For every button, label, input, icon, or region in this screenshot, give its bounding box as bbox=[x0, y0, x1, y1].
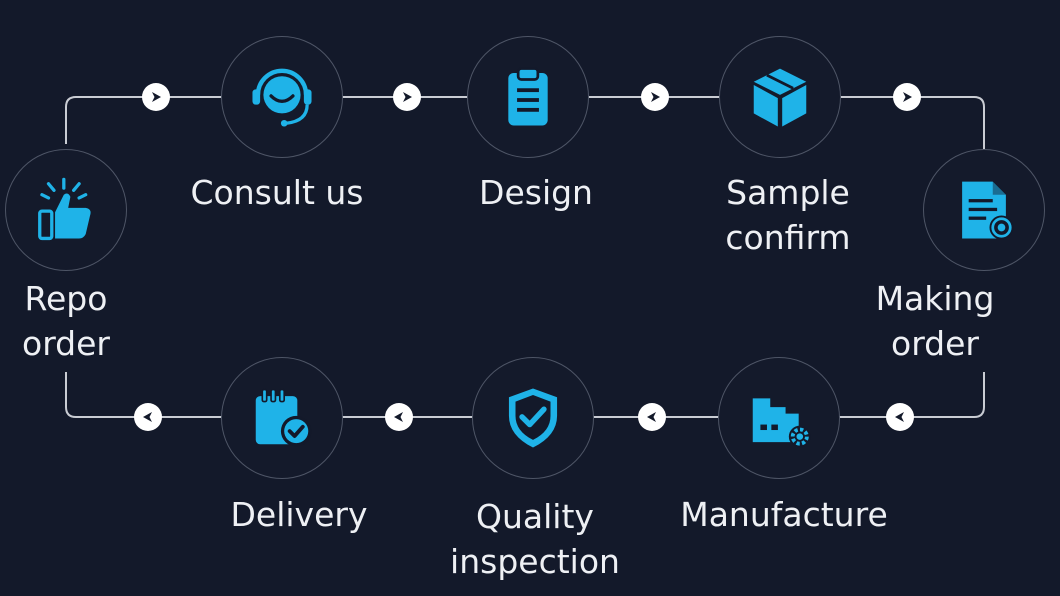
calendar-check-icon bbox=[255, 388, 312, 447]
factory-icon bbox=[752, 398, 811, 448]
step-circle bbox=[472, 357, 594, 479]
step-label: Consult us bbox=[190, 173, 364, 212]
step-circle bbox=[221, 36, 343, 158]
thumbs-up-icon bbox=[38, 177, 91, 241]
arrow-right-node bbox=[142, 83, 170, 111]
step-circle bbox=[467, 36, 589, 158]
certificate-document-icon bbox=[962, 181, 1014, 240]
arrow-right-icon bbox=[152, 92, 161, 102]
arrow-left-icon bbox=[647, 412, 656, 422]
step-circle bbox=[923, 149, 1045, 271]
clipboard-icon bbox=[508, 67, 548, 126]
step-label: Sample confirm bbox=[725, 173, 851, 257]
step-label: Quality inspection bbox=[450, 497, 620, 581]
arrow-left-node bbox=[134, 403, 162, 431]
step-circle bbox=[221, 357, 343, 479]
arrow-right-icon bbox=[403, 92, 412, 102]
arrow-left-icon bbox=[394, 412, 403, 422]
arrow-right-node bbox=[641, 83, 669, 111]
arrow-left-node bbox=[385, 403, 413, 431]
step-label: Design bbox=[479, 173, 593, 212]
step-label: Repo order bbox=[22, 279, 110, 363]
arrow-left-icon bbox=[895, 412, 904, 422]
arrow-right-icon bbox=[651, 92, 660, 102]
step-circle bbox=[5, 149, 127, 271]
arrow-right-icon bbox=[903, 92, 912, 102]
arrow-left-node bbox=[886, 403, 914, 431]
step-label: Delivery bbox=[230, 495, 368, 534]
box-icon bbox=[753, 68, 807, 127]
step-circle bbox=[719, 36, 841, 158]
arrow-right-node bbox=[393, 83, 421, 111]
arrow-left-node bbox=[638, 403, 666, 431]
headset-icon bbox=[252, 68, 312, 127]
step-circle bbox=[718, 357, 840, 479]
arrow-right-node bbox=[893, 83, 921, 111]
step-label: Making order bbox=[875, 279, 995, 363]
shield-check-icon bbox=[508, 388, 558, 448]
arrow-left-icon bbox=[143, 412, 152, 422]
step-label: Manufacture bbox=[680, 495, 888, 534]
